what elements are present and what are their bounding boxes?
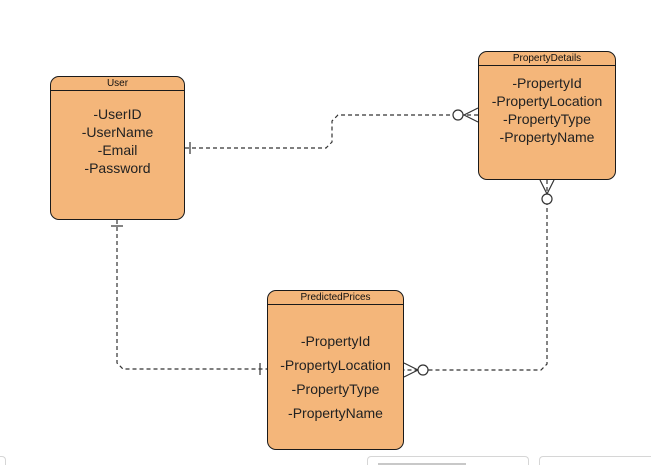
- connector-line: [116, 220, 267, 370]
- attribute: -PropertyId: [512, 75, 582, 91]
- attribute: -PropertyLocation: [491, 93, 603, 109]
- connector-line: [185, 114, 478, 149]
- bottom-panel-tab[interactable]: [0, 456, 6, 465]
- relationship-user-propertydetails[interactable]: [185, 107, 479, 154]
- zero-marker: [452, 109, 464, 121]
- connector-line: [404, 180, 548, 371]
- attribute: -PropertyLocation: [280, 357, 391, 373]
- attribute: -PropertyType: [291, 381, 380, 397]
- attribute: -PropertyType: [503, 111, 591, 127]
- attribute-list: -PropertyId -PropertyLocation -PropertyT…: [268, 305, 403, 425]
- many-crowfoot: [403, 362, 419, 378]
- attribute: -UserName: [81, 124, 154, 140]
- tab-indicator: [378, 463, 466, 465]
- attribute: -UserID: [93, 106, 142, 122]
- entity-title: User: [51, 77, 184, 91]
- entity-title: PredictedPrices: [268, 291, 403, 305]
- entity-property-details[interactable]: PropertyDetails -PropertyId -PropertyLoc…: [478, 51, 616, 180]
- many-crowfoot: [463, 107, 479, 123]
- entity-predicted-prices[interactable]: PredictedPrices -PropertyId -PropertyLoc…: [267, 290, 404, 450]
- attribute: -PropertyName: [288, 405, 383, 421]
- attribute: -Email: [97, 142, 138, 158]
- zero-marker: [541, 193, 553, 205]
- bottom-panel-tab[interactable]: [367, 456, 529, 465]
- entity-title: PropertyDetails: [479, 52, 615, 66]
- many-crowfoot: [539, 179, 555, 195]
- relationship-user-predictedprices[interactable]: [111, 220, 267, 375]
- relationship-propertydetails-predictedprices[interactable]: [403, 179, 555, 378]
- attribute: -Password: [84, 160, 151, 176]
- attribute-list: -PropertyId -PropertyLocation -PropertyT…: [479, 66, 615, 146]
- bottom-panel-tab[interactable]: [539, 456, 651, 465]
- attribute: -PropertyId: [300, 333, 371, 349]
- zero-marker: [417, 364, 429, 376]
- attribute: -PropertyName: [499, 129, 595, 145]
- attribute-list: -UserID -UserName -Email -Password: [51, 91, 184, 177]
- entity-user[interactable]: User -UserID -UserName -Email -Password: [50, 76, 185, 220]
